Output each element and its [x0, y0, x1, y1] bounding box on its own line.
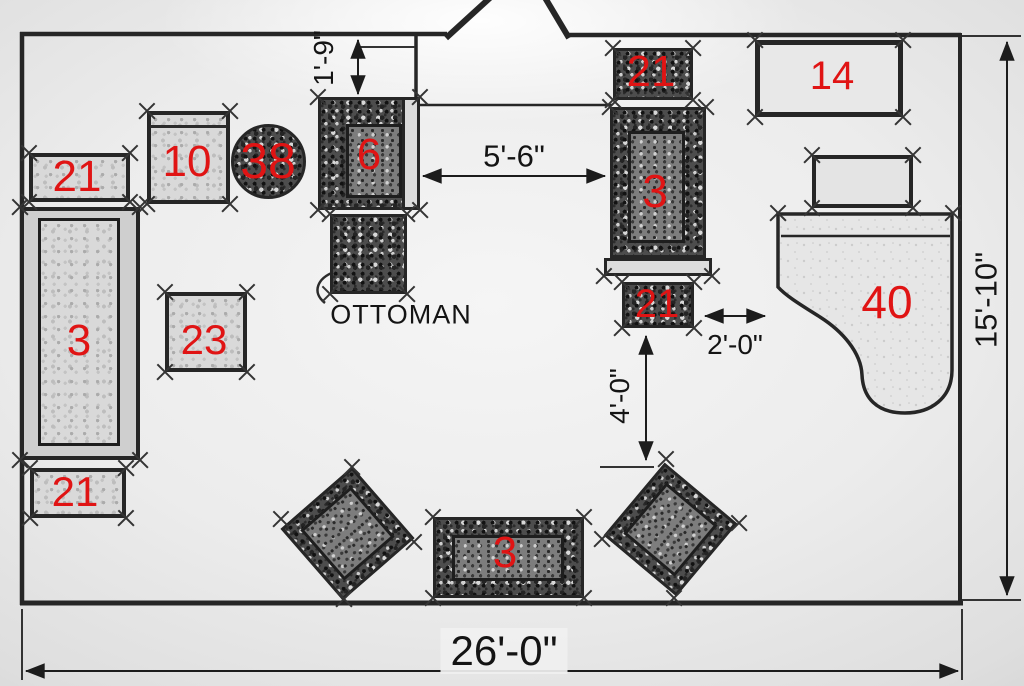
dimension-walkway: 4'-0" — [604, 368, 635, 424]
dimension-door-to-chair: 1'-9" — [308, 30, 339, 86]
end-table-bottom-left — [30, 468, 126, 518]
furniture-number-grand-piano: 40 — [861, 276, 913, 328]
furniture-number-sofa-left: 3 — [66, 316, 92, 365]
furniture-number-console-top-right: 14 — [809, 54, 855, 98]
furniture-number-table-top-right: 21 — [626, 47, 676, 96]
round-table — [231, 124, 306, 199]
console-table-top-right — [755, 40, 903, 117]
furniture-number-end-table-top-left: 21 — [52, 152, 102, 201]
grand-piano-body — [776, 212, 954, 415]
ottoman-annotation: OTTOMAN — [330, 299, 472, 330]
side-table-left — [165, 292, 247, 372]
armchair-right-cushion — [628, 131, 685, 243]
diamond-chair-right-cushion — [623, 482, 718, 577]
furniture-number-side-chair-top-left: 10 — [162, 137, 212, 186]
dimension-room-depth: 15'-10" — [968, 251, 1004, 349]
armchair-right — [610, 107, 706, 258]
end-table-top-left — [29, 153, 130, 202]
furniture-number-armchair-center: 6 — [356, 130, 382, 179]
furniture-number-table-mid-right: 21 — [634, 282, 680, 326]
dimension-table-to-piano: 2'-0" — [707, 329, 763, 360]
furniture-number-round-table: 38 — [240, 133, 296, 189]
table-top-right — [613, 48, 693, 100]
side-chair-top-left — [147, 111, 230, 204]
dimension-room-width: 26'-0" — [440, 628, 568, 674]
extension-lines — [21, 35, 1021, 680]
door-opening — [414, 0, 612, 107]
loveseat-bottom-cushion — [452, 535, 564, 581]
dimension-chair-gap: 5'-6" — [483, 138, 545, 174]
furniture-number-side-table-left: 23 — [180, 316, 228, 363]
armchair-right-front-edge — [604, 258, 712, 276]
sofa-left — [20, 207, 140, 460]
armchair-center-front-edge — [402, 97, 420, 210]
furniture-number-loveseat-bottom: 3 — [492, 528, 518, 577]
piano-bench — [812, 155, 913, 208]
armchair-center-cushion — [346, 124, 402, 198]
furniture-number-end-table-bottom-left: 21 — [51, 468, 99, 515]
sofa-left-seat — [38, 218, 120, 446]
diamond-chair-left-cushion — [300, 486, 395, 581]
armchair-center — [318, 97, 405, 210]
table-mid-right — [622, 282, 694, 328]
ottoman — [330, 214, 407, 294]
loveseat-bottom — [433, 517, 584, 598]
furniture-number-armchair-right: 3 — [642, 165, 668, 217]
